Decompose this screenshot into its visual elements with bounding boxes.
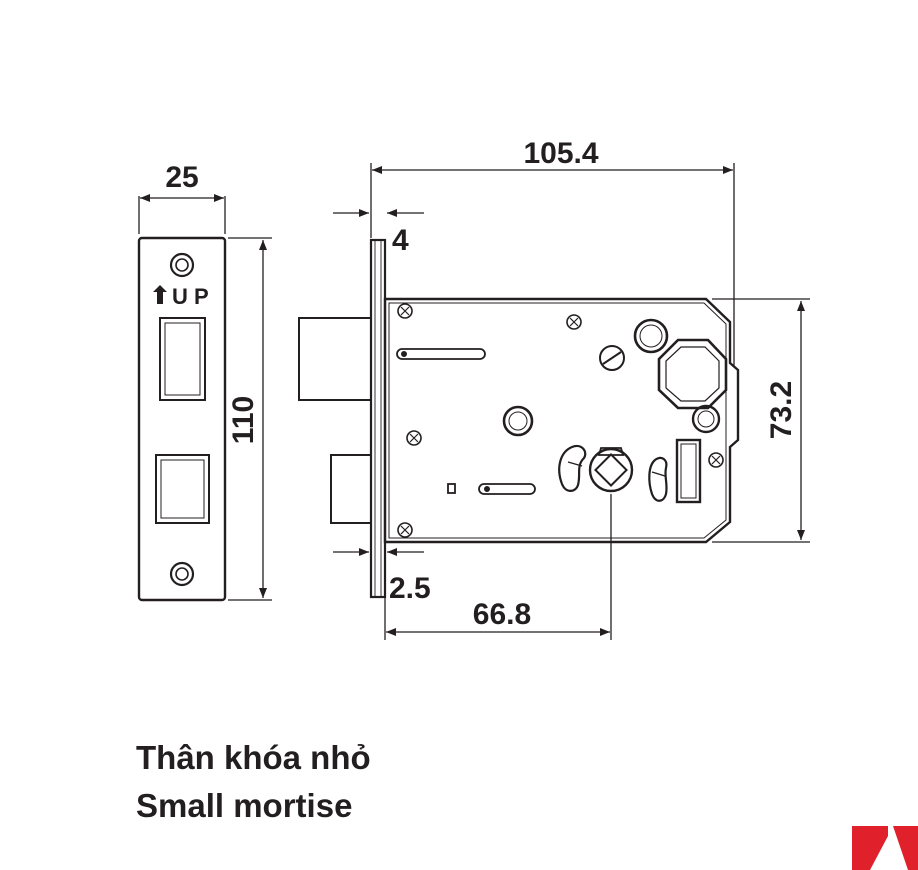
deadbolt-opening — [155, 454, 210, 524]
trigger-bar — [675, 438, 702, 504]
body-height-label: 73.2 — [765, 381, 798, 439]
small-ring — [691, 404, 721, 434]
center-ring — [502, 405, 534, 437]
forend-offset-label: 2.5 — [389, 572, 431, 605]
up-arrow-icon — [153, 285, 167, 304]
body-screw — [566, 314, 582, 330]
deadbolt — [330, 454, 372, 524]
faceplate: U P — [137, 236, 227, 602]
lower-slot — [478, 483, 536, 495]
body-depth-dimension — [370, 163, 735, 366]
backset-dimension — [384, 494, 612, 640]
small-square-mark — [447, 483, 456, 494]
body-screw — [397, 522, 413, 538]
forend-plate — [369, 238, 387, 599]
faceplate-height-dimension — [228, 237, 272, 601]
bottom-screw-hole — [169, 561, 195, 587]
latch-opening — [159, 317, 206, 401]
right-lever — [648, 456, 668, 502]
cam-disc — [599, 345, 625, 371]
faceplate-width-dimension — [138, 194, 226, 234]
body-depth-label: 105.4 — [523, 137, 598, 170]
body-screw — [397, 303, 413, 319]
cylinder-square — [657, 338, 728, 410]
body-screw — [708, 452, 724, 468]
top-screw-hole — [169, 252, 195, 278]
caption-english: Small mortise — [136, 787, 353, 824]
body-screw — [406, 430, 422, 446]
caption-vietnamese: Thân khóa nhỏ — [136, 739, 371, 776]
left-lever — [558, 444, 587, 492]
faceplate-thickness-label: 4 — [392, 224, 409, 257]
backset-label: 66.8 — [473, 598, 531, 631]
spindle-follower — [588, 447, 634, 493]
up-label: U P — [172, 284, 209, 309]
latch-bolt — [298, 317, 372, 401]
faceplate-width-label: 25 — [165, 161, 198, 194]
body-height-dimension — [712, 298, 810, 543]
brand-logo-icon — [852, 826, 918, 870]
upper-ring — [633, 318, 669, 354]
lock-body — [383, 297, 740, 544]
faceplate-height-label: 110 — [227, 396, 260, 444]
upper-slot — [396, 348, 486, 360]
